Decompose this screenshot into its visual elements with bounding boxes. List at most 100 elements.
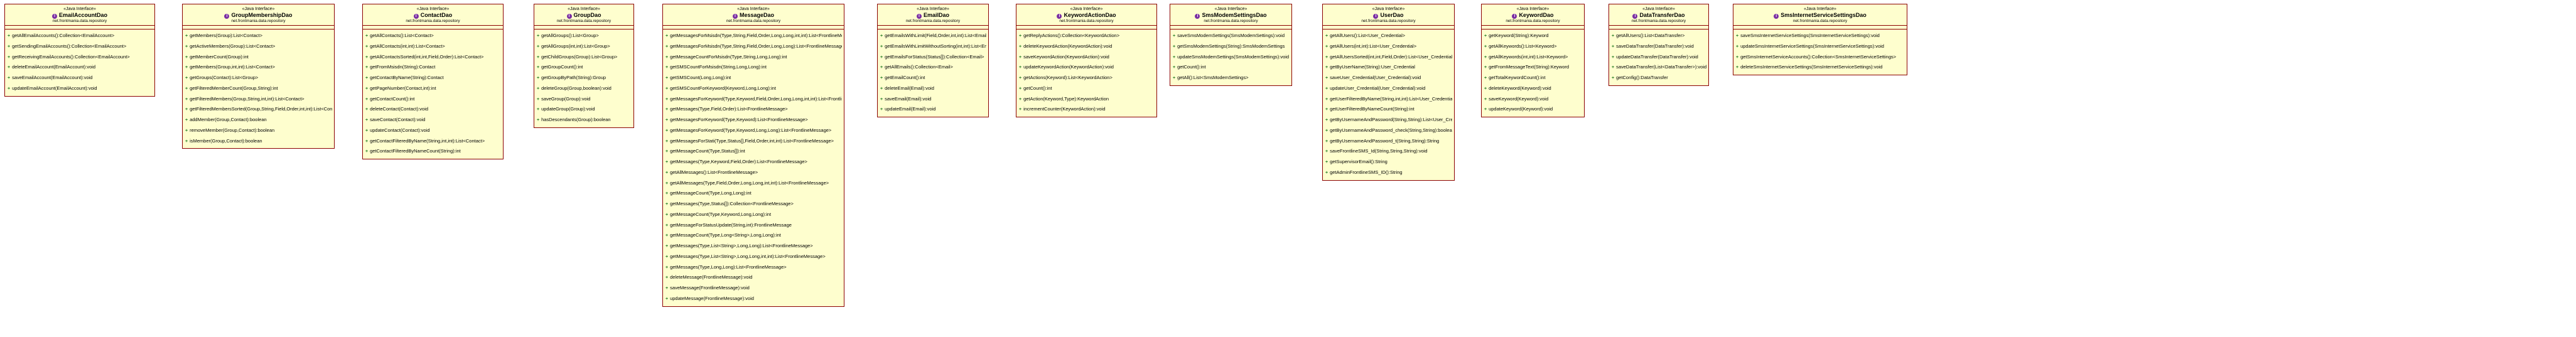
public-visibility-icon: + bbox=[185, 128, 188, 133]
operation-signature: updateKeyword(Keyword):void bbox=[1489, 106, 1553, 112]
attributes-compartment bbox=[663, 26, 844, 29]
operation-signature: getFilteredMemberCount(Group,String):int bbox=[190, 85, 278, 91]
operation: +updateGroup(Group):void bbox=[537, 104, 632, 115]
operation: +updateMessage(FrontlineMessage):void bbox=[666, 294, 842, 304]
operation: +getByUsernameAndPassword_t(String,Strin… bbox=[1325, 136, 1452, 147]
public-visibility-icon: + bbox=[1019, 55, 1022, 60]
public-visibility-icon: + bbox=[880, 44, 883, 49]
operation: +updateEmail(Email):void bbox=[880, 104, 986, 115]
public-visibility-icon: + bbox=[185, 97, 188, 102]
operation-signature: updateDataTransfer(DataTransfer):void bbox=[1616, 53, 1698, 60]
operation: +getAllUsers():List<DataTransfer> bbox=[1612, 31, 1706, 41]
operation: +getPageNumber(Contact,int):int bbox=[365, 83, 501, 94]
attributes-compartment bbox=[1016, 26, 1156, 29]
operation: +getAllUsers(int,int):List<User_Credenti… bbox=[1325, 41, 1452, 52]
operation: +getMembers(Group,int,int):List<Contact> bbox=[185, 62, 332, 73]
stereotype-label: «Java Interface» bbox=[242, 7, 275, 11]
package-label: net.frontmania.data.repository bbox=[726, 19, 781, 23]
class-name-text: GroupDao bbox=[573, 12, 601, 18]
public-visibility-icon: + bbox=[537, 97, 540, 102]
public-visibility-icon: + bbox=[666, 139, 669, 144]
public-visibility-icon: + bbox=[8, 65, 11, 70]
operation-signature: getAllUsers(int,int):List<User_Credentia… bbox=[1330, 43, 1417, 49]
operation-signature: getEmailsWithLimit(Field,Order,int,int):… bbox=[885, 33, 986, 38]
public-visibility-icon: + bbox=[537, 55, 540, 60]
operation: +updateKeywordAction(KeywordAction):void bbox=[1019, 62, 1155, 73]
public-visibility-icon: + bbox=[1325, 34, 1328, 38]
public-visibility-icon: + bbox=[666, 107, 669, 112]
public-visibility-icon: + bbox=[666, 65, 669, 70]
class-name-text: MessageDao bbox=[739, 12, 775, 18]
package-label: net.frontmania.data.repository bbox=[1792, 19, 1848, 23]
public-visibility-icon: + bbox=[880, 107, 883, 112]
operation: +getTotalKeywordCount():int bbox=[1484, 73, 1582, 83]
public-visibility-icon: + bbox=[1484, 76, 1487, 80]
operation: +getMessages(Type,List<String>,Long,Long… bbox=[666, 252, 842, 262]
public-visibility-icon: + bbox=[185, 86, 188, 91]
operation-signature: getGroupByPath(String):Group bbox=[541, 75, 606, 80]
public-visibility-icon: + bbox=[666, 191, 669, 196]
operation-signature: getEmailCount():int bbox=[885, 75, 925, 80]
public-visibility-icon: + bbox=[1736, 65, 1739, 70]
public-visibility-icon: + bbox=[1173, 44, 1176, 49]
operation: +getSMSCountForKeyword(Keyword,Long,Long… bbox=[666, 83, 842, 94]
operation: +getEmailCount():int bbox=[880, 73, 986, 83]
operation: +getMembers(Group):List<Contact> bbox=[185, 31, 332, 41]
public-visibility-icon: + bbox=[1019, 86, 1022, 91]
operation-signature: getUserFilteredByName(String,int,int):Li… bbox=[1330, 95, 1452, 102]
operation-signature: deleteGroup(Group,boolean):void bbox=[541, 85, 612, 91]
operation: +saveSmsModemSettings(SmsModemSettings):… bbox=[1173, 31, 1290, 41]
operation-signature: getMessagesForMsisdn(Type,String,Field,O… bbox=[670, 43, 842, 49]
public-visibility-icon: + bbox=[365, 139, 369, 144]
public-visibility-icon: + bbox=[1736, 55, 1739, 60]
interface-icon: I bbox=[566, 14, 572, 19]
stereotype-label: «Java Interface» bbox=[1804, 7, 1836, 11]
interface-icon: I bbox=[1512, 14, 1517, 19]
public-visibility-icon: + bbox=[1019, 65, 1022, 70]
public-visibility-icon: + bbox=[666, 233, 669, 238]
operation-signature: deleteMessage(FrontlineMessage):void bbox=[670, 274, 753, 281]
operation: +getEmailsWithLimit(Field,Order,int,int)… bbox=[880, 31, 986, 41]
operation: +getKeyword(String):Keyword bbox=[1484, 31, 1582, 41]
public-visibility-icon: + bbox=[1173, 55, 1176, 60]
operation: +deleteMessage(FrontlineMessage):void bbox=[666, 272, 842, 283]
operation: +saveKeyword(Keyword):void bbox=[1484, 94, 1582, 105]
operation-signature: getAdminFrontlineSMS_ID():String bbox=[1330, 169, 1403, 175]
package-label: net.frontmania.data.repository bbox=[1506, 19, 1560, 23]
operation-signature: getMessagesForMsisdn(Type,String,Field,O… bbox=[670, 33, 842, 38]
operation-signature: saveGroup(Group):void bbox=[541, 95, 591, 102]
package-label: net.frontmania.data.repository bbox=[52, 19, 107, 23]
operation: +saveKeywordAction(KeywordAction):void bbox=[1019, 52, 1155, 63]
operation-signature: getMessagesForStati(Type,Status[],Field,… bbox=[670, 137, 834, 144]
operation-signature: getMessages(Type,List<String>,Long,Long,… bbox=[670, 253, 826, 259]
operation: +getContactFilteredByNameCount(String):i… bbox=[365, 146, 501, 157]
operation: +getAllEmails():Collection<Email> bbox=[880, 62, 986, 73]
package-label: net.frontmania.data.repository bbox=[1059, 19, 1114, 23]
operation-signature: getSmsInternetServiceAccounts():Collecti… bbox=[1740, 53, 1897, 60]
operation: +deleteEmail(Email):void bbox=[880, 83, 986, 94]
operation-signature: getMessageForStatusUpdate(String,int):Fr… bbox=[670, 222, 792, 228]
operation: +getMemberCount(Group):int bbox=[185, 52, 332, 63]
public-visibility-icon: + bbox=[1173, 34, 1176, 38]
public-visibility-icon: + bbox=[880, 55, 883, 60]
operation: +getReplyActions():Collection<KeywordAct… bbox=[1019, 31, 1155, 41]
public-visibility-icon: + bbox=[1325, 86, 1328, 91]
